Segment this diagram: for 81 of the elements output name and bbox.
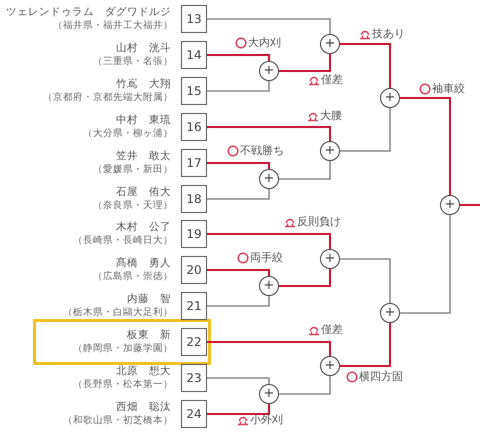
bracket-line (340, 323, 391, 367)
number-box: 17 (181, 149, 207, 177)
school-name: （静岡県・加藤学園） (73, 343, 173, 355)
school-name: （長崎県・長崎日大） (73, 235, 173, 247)
number-box: 24 (181, 400, 207, 428)
edge-label: 技あり (372, 27, 405, 41)
bracket-line (207, 296, 270, 307)
bracket-line (207, 18, 331, 34)
bracket-line (279, 161, 331, 180)
match-circle: + (259, 276, 279, 296)
player-name: 木村 公了 (116, 221, 171, 234)
school-name: （大分県・柳ヶ浦） (83, 128, 173, 140)
match-circle: + (320, 249, 340, 269)
school-name: （福井県・福井工大福井） (53, 20, 173, 32)
edge-label: 僅差 (321, 73, 343, 87)
number-box: 13 (181, 5, 207, 33)
edge-label: 大内刈 (248, 36, 281, 50)
number-box: 21 (181, 292, 207, 320)
edge-label: 反則負け (297, 215, 341, 229)
match-circle: + (320, 34, 340, 54)
bracket-line (207, 269, 270, 276)
player-name: 板東 新 (127, 329, 171, 342)
player-name: 山村 洸斗 (116, 42, 171, 55)
edge-label: 大腰 (320, 109, 342, 123)
bracket-line (207, 126, 331, 141)
school-name: （栃木県・白鷗大足利） (63, 307, 173, 319)
number-box: 18 (181, 185, 207, 213)
player-name: 笠井 敢太 (116, 150, 171, 163)
bracket-line (207, 404, 270, 415)
bracket-line (460, 204, 480, 206)
match-circle: + (380, 88, 400, 108)
player-name: 西畑 聡汰 (116, 401, 171, 414)
school-name: （京都府・京都先端大附属） (43, 92, 173, 104)
player-name: 中村 東琉 (116, 114, 171, 127)
edge-label: 僅差 (321, 323, 343, 337)
number-box: 20 (181, 256, 207, 284)
bracket-line (207, 233, 331, 249)
school-name: （長野県・松本第一） (73, 379, 173, 391)
match-circle: + (320, 141, 340, 161)
player-name: 内藤 智 (127, 293, 171, 306)
match-circle: + (440, 195, 460, 215)
match-circle: + (259, 169, 279, 189)
match-circle: + (259, 61, 279, 81)
bracket-line (207, 81, 270, 92)
number-box: 23 (181, 364, 207, 392)
player-name: 石屋 侑大 (116, 186, 171, 199)
match-circle: + (320, 356, 340, 376)
edge-label: 不戦勝ち (240, 144, 284, 158)
edge-label: 両手絞 (250, 251, 283, 265)
school-name: （奈良県・天理） (93, 200, 173, 212)
bracket-line (207, 341, 331, 356)
number-box: 16 (181, 113, 207, 141)
bracket-line (279, 376, 331, 395)
player-name: 北原 想大 (116, 365, 171, 378)
bracket-line (207, 189, 270, 200)
number-box: 19 (181, 220, 207, 248)
bracket-line (279, 269, 331, 287)
bracket-line (400, 97, 451, 195)
match-circle: + (380, 303, 400, 323)
bracket-line (340, 258, 391, 303)
number-box: 22 (181, 328, 207, 356)
player-name: 竹嶌 大翔 (116, 78, 171, 91)
match-circle: + (259, 384, 279, 404)
bracket-line (207, 162, 270, 169)
school-name: （愛媛県・新田） (93, 164, 173, 176)
number-box: 14 (181, 41, 207, 69)
bracket-line (340, 108, 391, 152)
bracket-line (340, 43, 391, 88)
bracket-line (207, 54, 270, 61)
player-name: 髙橋 勇人 (116, 257, 171, 270)
edge-label: 袖車絞 (432, 82, 465, 96)
school-name: （広島県・崇徳） (93, 271, 173, 283)
bracket-line (207, 377, 270, 384)
edge-label: 小外刈 (250, 413, 283, 427)
school-name: （三重県・名張） (93, 56, 173, 68)
edge-label: 横四方固 (359, 370, 403, 384)
bracket-line (400, 215, 451, 314)
number-box: 15 (181, 77, 207, 105)
bracket-line (279, 54, 331, 72)
player-name: ツェレンドゥラム ダグワドルジ (6, 6, 171, 19)
school-name: （和歌山県・初芝橋本） (63, 415, 173, 427)
